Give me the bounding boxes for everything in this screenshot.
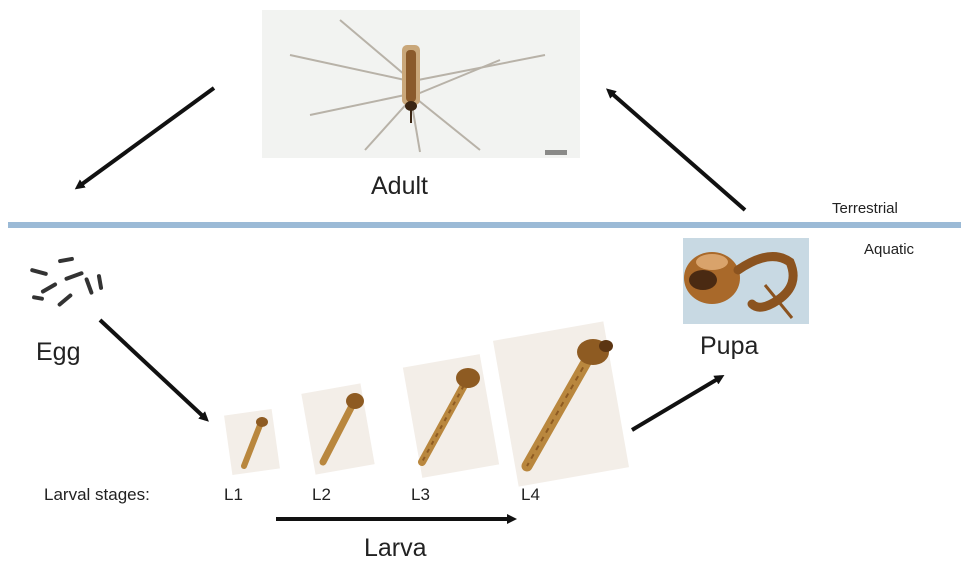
adult-photo [262,10,580,158]
label-larval-stages: Larval stages: [44,485,150,505]
label-aquatic: Aquatic [864,241,914,258]
larva-l4 [493,321,629,486]
label-l4: L4 [521,485,540,505]
larva-l2 [301,383,374,474]
label-egg: Egg [36,338,80,367]
label-terrestrial: Terrestrial [832,200,898,217]
label-l2: L2 [312,485,331,505]
larva-l1 [224,409,280,475]
arrow-egg-to-larva [100,320,206,419]
label-l3: L3 [411,485,430,505]
larvae-group [224,321,629,486]
environment-divider [8,222,961,228]
label-larva: Larva [364,534,427,563]
label-pupa: Pupa [700,332,758,361]
arrow-larva-to-pupa [632,377,721,430]
larva-l3 [403,354,499,478]
label-adult: Adult [371,172,428,201]
egg-cluster [30,257,104,308]
arrow-adult-to-egg [78,88,214,187]
label-l1: L1 [224,485,243,505]
arrow-pupa-to-adult [609,91,745,210]
